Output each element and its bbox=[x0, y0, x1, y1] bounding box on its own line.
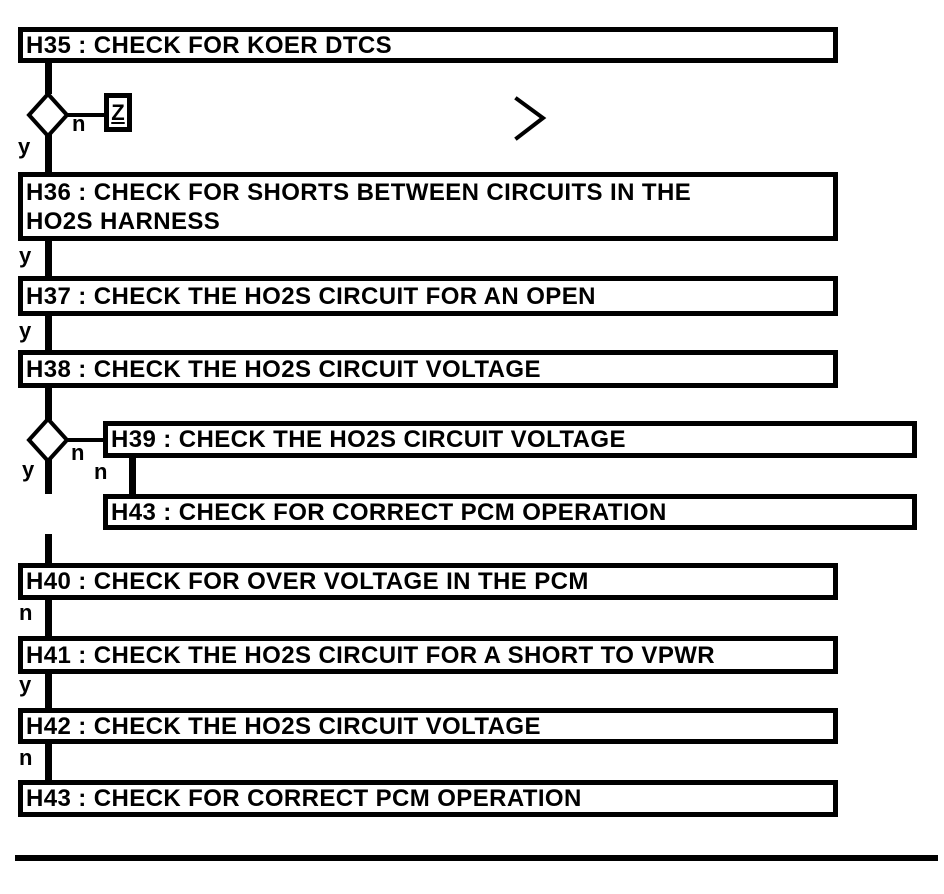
bottom-rule bbox=[15, 855, 938, 861]
branch-label-h35-no: n bbox=[72, 111, 86, 136]
step-box-h35: H35 : CHECK FOR KOER DTCS bbox=[18, 27, 838, 63]
connector-line bbox=[45, 598, 52, 636]
connector-line bbox=[45, 239, 52, 276]
connector-line bbox=[45, 534, 52, 563]
step-label: H40 : CHECK FOR OVER VOLTAGE IN THE PCM bbox=[26, 568, 589, 595]
step-label: H37 : CHECK THE HO2S CIRCUIT FOR AN OPEN bbox=[26, 282, 596, 310]
branch-label-h38-no: n bbox=[71, 440, 85, 465]
step-label: H38 : CHECK THE HO2S CIRCUIT VOLTAGE bbox=[26, 355, 541, 383]
step-box-h43-nested: H43 : CHECK FOR CORRECT PCM OPERATION bbox=[103, 494, 917, 530]
branch-label-h36-yes: y bbox=[19, 243, 32, 268]
connector-line-h39-no bbox=[129, 456, 136, 494]
step-box-h37: H37 : CHECK THE HO2S CIRCUIT FOR AN OPEN bbox=[18, 276, 838, 316]
step-box-h43: H43 : CHECK FOR CORRECT PCM OPERATION bbox=[18, 780, 838, 817]
step-label: H41 : CHECK THE HO2S CIRCUIT FOR A SHORT… bbox=[26, 641, 716, 669]
step-label: H35 : CHECK FOR KOER DTCS bbox=[26, 31, 393, 59]
connector-line bbox=[45, 742, 52, 780]
connector-line bbox=[45, 60, 52, 94]
connector-line-no-branch bbox=[64, 438, 104, 442]
step-label: H39 : CHECK THE HO2S CIRCUIT VOLTAGE bbox=[111, 426, 626, 453]
connector-line bbox=[45, 672, 52, 708]
connector-line bbox=[45, 134, 52, 172]
connector-label: Z bbox=[111, 99, 125, 125]
branch-label-h35-yes: y bbox=[18, 134, 31, 159]
decision-diamond-h35 bbox=[26, 91, 70, 139]
off-page-connector-z: Z bbox=[104, 93, 132, 132]
step-box-h41: H41 : CHECK THE HO2S CIRCUIT FOR A SHORT… bbox=[18, 636, 838, 674]
step-box-h40: H40 : CHECK FOR OVER VOLTAGE IN THE PCM bbox=[18, 563, 838, 600]
step-box-h42: H42 : CHECK THE HO2S CIRCUIT VOLTAGE bbox=[18, 708, 838, 744]
step-box-h38: H38 : CHECK THE HO2S CIRCUIT VOLTAGE bbox=[18, 350, 838, 388]
step-box-h36: H36 : CHECK FOR SHORTS BETWEEN CIRCUITS … bbox=[18, 172, 838, 241]
connector-line bbox=[45, 386, 52, 420]
connector-line bbox=[45, 458, 52, 494]
branch-label-h42-no: n bbox=[19, 745, 33, 770]
step-box-h39: H39 : CHECK THE HO2S CIRCUIT VOLTAGE bbox=[103, 421, 917, 458]
step-label: H36 : CHECK FOR SHORTS BETWEEN CIRCUITS … bbox=[26, 178, 692, 235]
branch-label-h41-yes: y bbox=[19, 672, 32, 697]
step-label: H43 : CHECK FOR CORRECT PCM OPERATION bbox=[111, 498, 667, 526]
step-label: H43 : CHECK FOR CORRECT PCM OPERATION bbox=[26, 785, 582, 812]
branch-label-h39-no: n bbox=[94, 459, 108, 484]
connector-line bbox=[45, 314, 52, 350]
branch-label-h40-no: n bbox=[19, 600, 33, 625]
chevron-right-icon bbox=[514, 96, 547, 141]
step-label: H42 : CHECK THE HO2S CIRCUIT VOLTAGE bbox=[26, 712, 541, 740]
branch-label-h37-yes: y bbox=[19, 318, 32, 343]
connector-line-no-branch bbox=[64, 113, 105, 117]
branch-label-h38-yes: y bbox=[22, 457, 35, 482]
decision-diamond-h38 bbox=[26, 416, 70, 464]
